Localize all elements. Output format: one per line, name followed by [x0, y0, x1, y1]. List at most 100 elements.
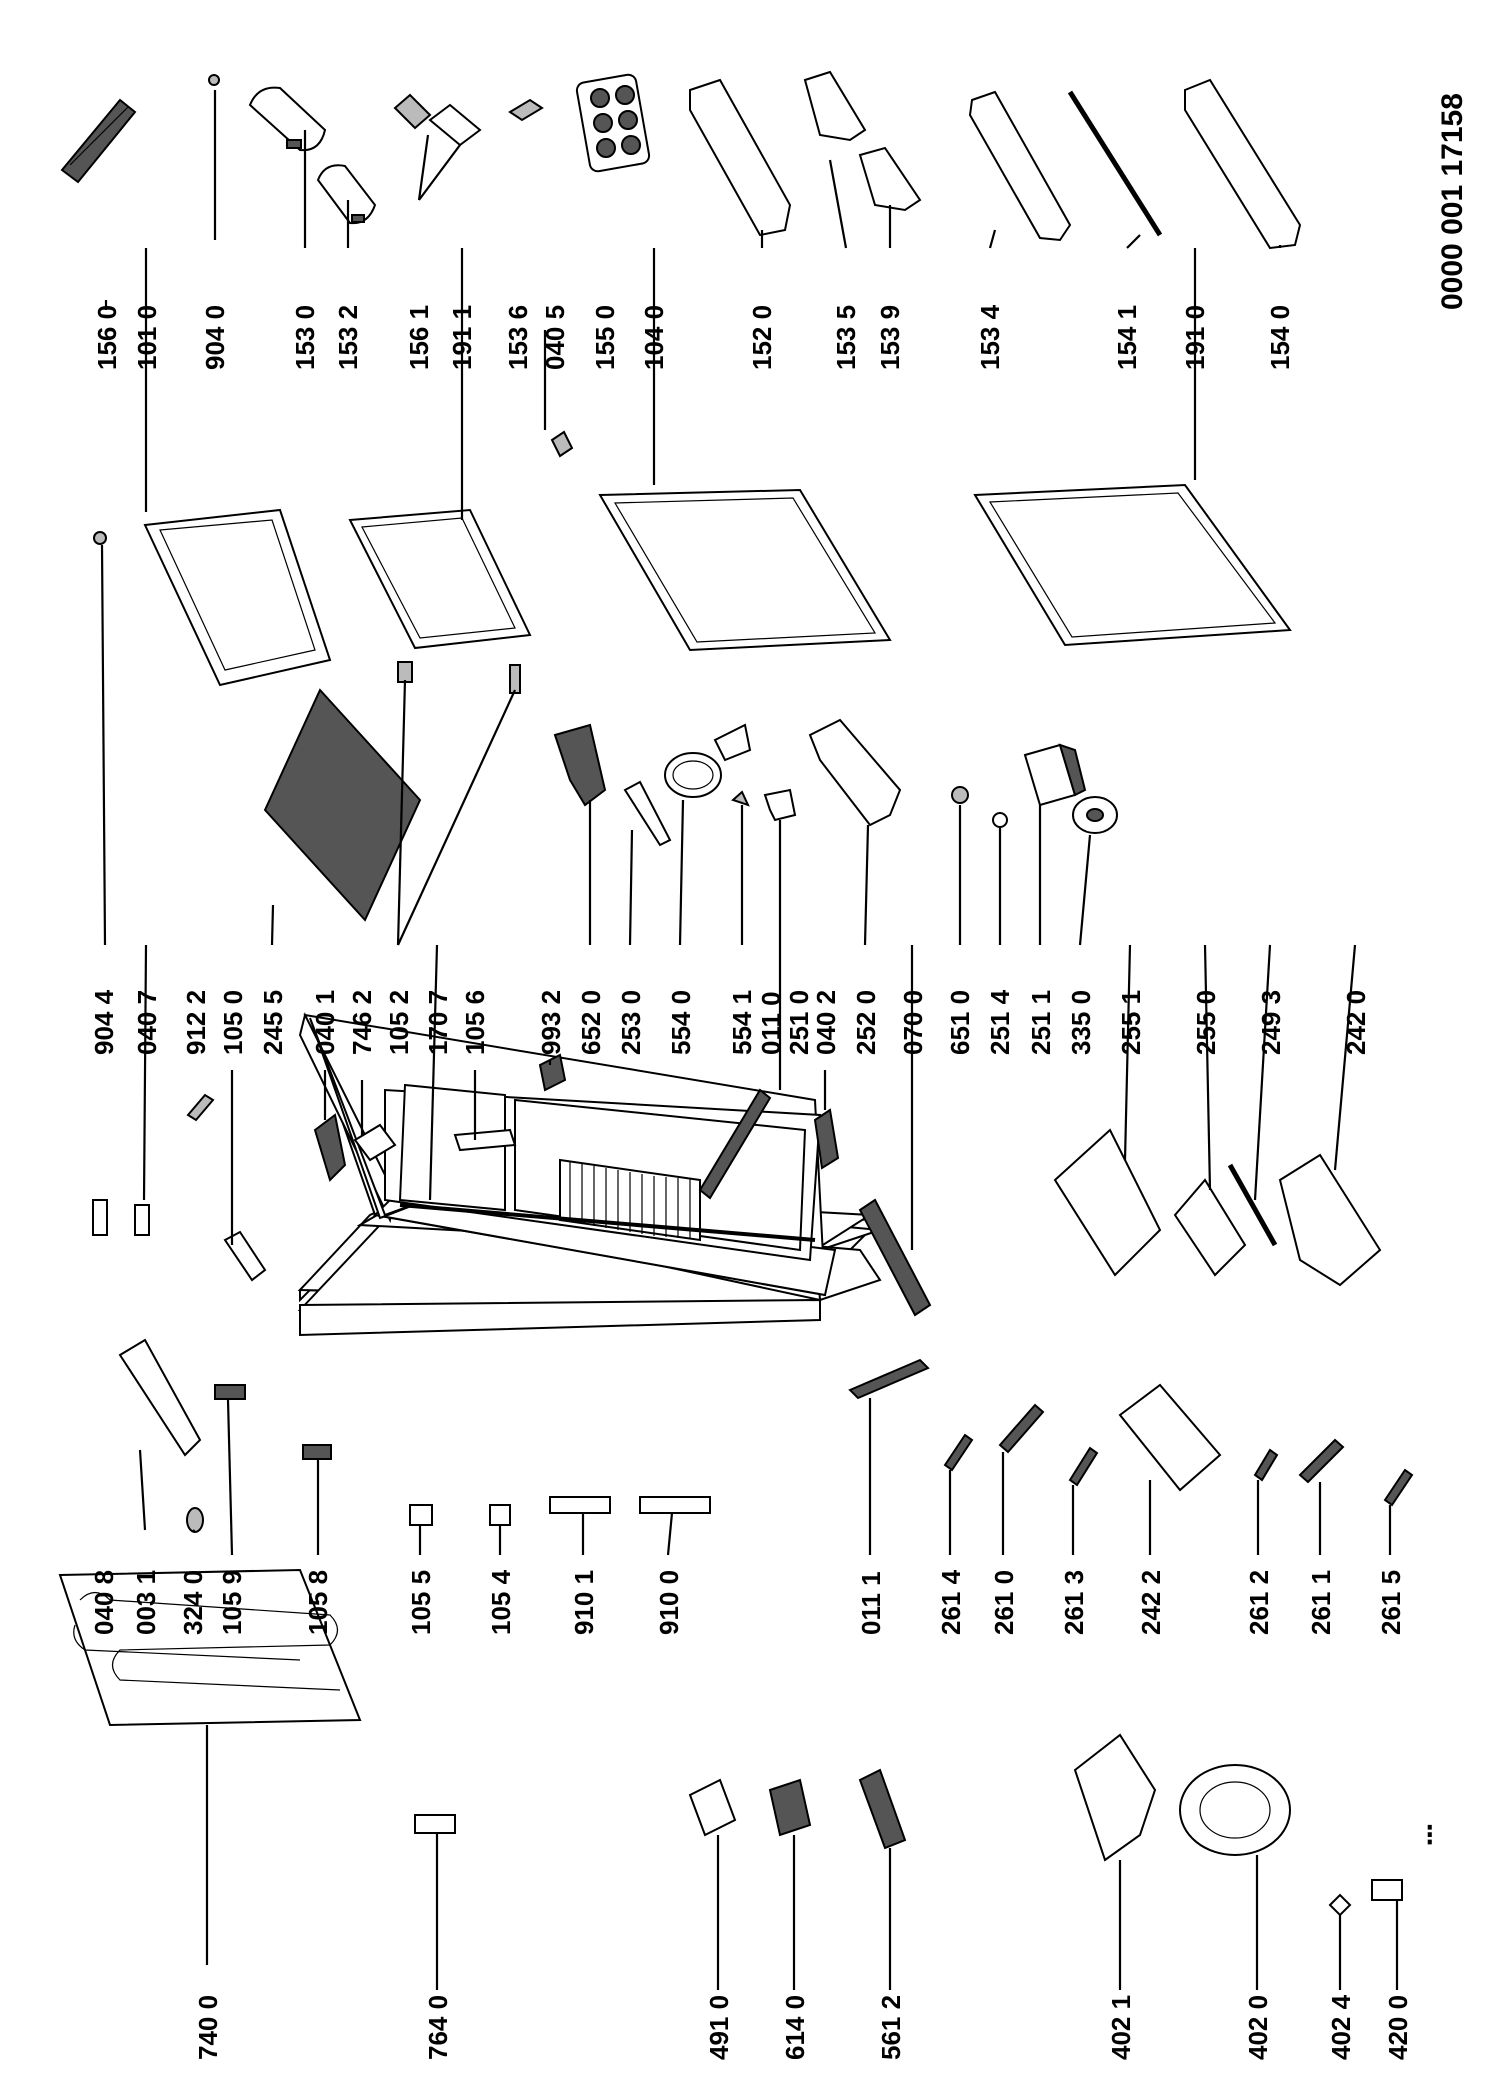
- part-2514-washer: [992, 812, 1008, 828]
- label-7400: 740 0: [193, 1995, 223, 2060]
- label-2455: 245 5: [258, 990, 288, 1055]
- label-0110: 011 0: [756, 991, 786, 1055]
- part-2520-cover: [808, 718, 902, 827]
- label-1534: 153 4: [975, 304, 1005, 370]
- part-0700: [858, 1198, 932, 1317]
- label-1059: 105 9: [217, 1570, 247, 1635]
- part-4020-compressor: [1179, 1764, 1291, 1856]
- part-2511-control-box: [1023, 743, 1087, 807]
- label-4024: 402 4: [1326, 1994, 1356, 2060]
- middle-parts-row: [263, 661, 1118, 922]
- label-2514: 251 4: [985, 989, 1015, 1055]
- part-1535-bin: [803, 70, 867, 142]
- part-7462: [353, 1123, 397, 1162]
- part-labels: 156 0 101 0 904 0 153 0 153 2 156 1 191 …: [89, 304, 1413, 2060]
- part-5612-thermostat: [858, 1768, 907, 1850]
- label-4910: 491 0: [704, 1995, 734, 2060]
- label-2614: 261 4: [936, 1569, 966, 1635]
- part-1534-door-shelf: [968, 90, 1072, 242]
- part-1040-fridge-door: [598, 488, 892, 652]
- part-2614: [943, 1433, 974, 1472]
- part-2422-crisper: [1118, 1383, 1222, 1492]
- part-2493-strip: [1227, 1163, 1278, 1247]
- part-1536-clip: [508, 98, 544, 122]
- label-1010: 101 0: [132, 305, 162, 370]
- label-1530: 153 0: [290, 305, 320, 370]
- label-1052: 105 2: [384, 990, 414, 1055]
- part-1010-freezer-door: [143, 508, 332, 687]
- label-4020: 402 0: [1243, 1995, 1273, 2060]
- part-1530-cover: [248, 86, 327, 152]
- label-2613: 261 3: [1059, 1570, 1089, 1635]
- part-9101: [549, 1496, 611, 1514]
- leader-lines: [100, 90, 1399, 1990]
- label-2610: 261 0: [989, 1570, 1019, 1635]
- part-5541-clip: [731, 790, 750, 807]
- label-2530: 253 0: [616, 990, 646, 1055]
- part-1050-bracket: [223, 1230, 267, 1282]
- label-9932: 993 2: [536, 990, 566, 1055]
- part-0407: [134, 1204, 150, 1236]
- label-0408: 040 8: [89, 1570, 119, 1635]
- label-0700: 070 0: [898, 990, 928, 1055]
- label-1539: 153 9: [875, 305, 905, 370]
- label-7462: 746 2: [347, 990, 377, 1055]
- label-1911: 191 1: [447, 305, 477, 370]
- part-5540-fan: [664, 723, 752, 798]
- label-1540: 154 0: [1265, 305, 1295, 370]
- label-7640: 764 0: [423, 1995, 453, 2060]
- part-2613: [1068, 1446, 1099, 1487]
- footer-mark: ⁝: [1425, 1819, 1435, 1852]
- part-1707-strip: [399, 1203, 816, 1242]
- part-0111: [848, 1358, 930, 1400]
- part-9100: [639, 1496, 711, 1514]
- label-0405: 040 5: [540, 305, 570, 370]
- part-1540-door-shelf: [1184, 78, 1302, 250]
- part-6520-thermostat: [553, 723, 607, 807]
- part-9044-hinge-cap: [93, 531, 107, 545]
- label-2550: 255 0: [1191, 990, 1221, 1055]
- label-4200: 420 0: [1383, 1995, 1413, 2060]
- label-1055: 105 5: [406, 1570, 436, 1635]
- part-9040-knob: [208, 74, 220, 86]
- label-6140: 614 0: [780, 1995, 810, 2060]
- label-2420: 242 0: [1341, 990, 1371, 1055]
- part-1520-door-shelf: [689, 78, 792, 237]
- door-gaskets: [93, 430, 1292, 687]
- part-1054: [489, 1504, 511, 1526]
- label-9044: 904 4: [89, 989, 119, 1055]
- bottom-row-parts: [58, 1568, 1403, 1917]
- part-9932: [538, 1053, 567, 1092]
- label-1058: 105 8: [303, 1570, 333, 1635]
- part-9122-screw: [186, 1093, 215, 1122]
- label-1561: 156 1: [404, 305, 434, 370]
- part-6140-relay: [768, 1778, 812, 1837]
- label-5541: 554 1: [727, 990, 757, 1055]
- part-1532-cover: [316, 164, 377, 225]
- part-2420-crisper: [1278, 1153, 1382, 1287]
- label-3240: 324 0: [178, 1570, 208, 1635]
- label-3350: 335 0: [1066, 990, 1096, 1055]
- label-9122: 912 2: [181, 990, 211, 1055]
- label-1541: 154 1: [1112, 305, 1142, 370]
- label-2615: 261 5: [1376, 1570, 1406, 1635]
- part-4910-cover: [688, 1778, 737, 1837]
- part-1052-bracket-a: [397, 661, 413, 683]
- part-1058: [302, 1444, 332, 1460]
- part-4021-tray: [1073, 1733, 1157, 1862]
- small-parts-left: [92, 1053, 932, 1533]
- label-0402: 040 2: [811, 990, 841, 1055]
- part-0408: [92, 1199, 108, 1236]
- part-4200-capacitor: [1371, 1879, 1403, 1901]
- label-1910: 191 0: [1180, 305, 1210, 370]
- part-2611: [1298, 1438, 1345, 1484]
- part-1550-egg-tray: [575, 73, 651, 173]
- label-1550: 155 0: [590, 305, 620, 370]
- label-0401: 040 1: [310, 990, 340, 1055]
- part-1911-freezer-gasket: [348, 508, 532, 650]
- label-0111: 011 1: [856, 1571, 886, 1635]
- label-9101: 910 1: [569, 1570, 599, 1635]
- part-1910-fridge-gasket: [973, 483, 1292, 647]
- part-3240: [186, 1507, 204, 1533]
- label-1535: 153 5: [831, 305, 861, 370]
